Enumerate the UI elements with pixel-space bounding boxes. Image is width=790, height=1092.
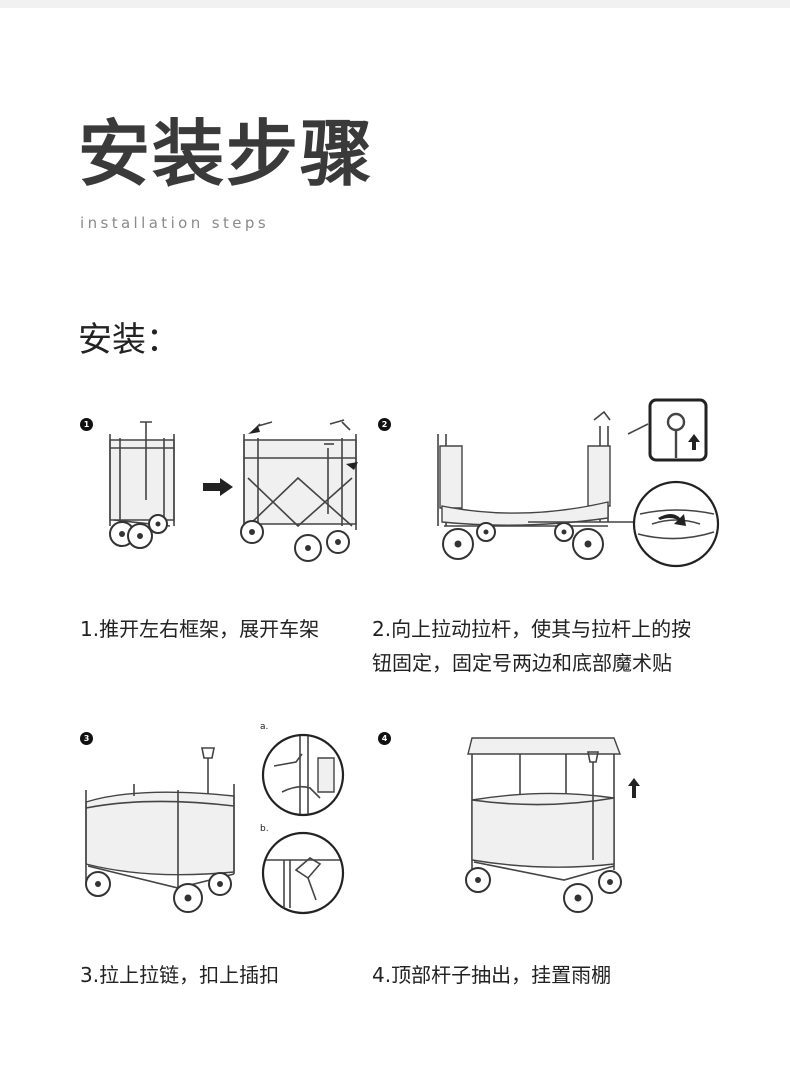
step-1-number: 1 — [80, 418, 93, 431]
step-2-caption-line: 钮固定，固定号两边和底部魔术贴 — [372, 651, 672, 675]
step-3-number: 3 — [80, 732, 93, 745]
step-4-caption: 4.顶部杆子抽出，挂置雨棚 — [372, 958, 611, 992]
step-1-folded-wagon-illustration — [100, 430, 186, 558]
arrow-up-icon — [628, 778, 640, 798]
page-title: 安装步骤 — [78, 112, 375, 196]
top-border — [0, 0, 790, 8]
step-2-caption: 2.向上拉动拉杆，使其与拉杆上的按 钮固定，固定号两边和底部魔术贴 — [372, 612, 691, 680]
step-3-zipper-detail-illustration — [260, 732, 346, 818]
step-4-number: 4 — [378, 732, 391, 745]
button-lock-icon — [628, 398, 708, 464]
section-heading: 安装： — [78, 320, 180, 360]
step-3-caption: 3.拉上拉链，扣上插扣 — [80, 958, 279, 992]
step-3-wagon-zipper-illustration — [78, 744, 242, 916]
step-4-caption-line: 4.顶部杆子抽出，挂置雨棚 — [372, 963, 612, 987]
page-subtitle: installation steps — [80, 214, 270, 232]
step-1-caption-line: 1.推开左右框架，展开车架 — [80, 617, 320, 641]
step-1-caption: 1.推开左右框架，展开车架 — [80, 612, 319, 646]
step-1-unfolded-wagon-illustration — [238, 418, 358, 566]
detail-label-b: b. — [260, 824, 269, 834]
step-2-caption-line: 2.向上拉动拉杆，使其与拉杆上的按 — [372, 617, 692, 641]
step-2-velcro-detail-illustration — [628, 478, 724, 570]
detail-label-a: a. — [260, 722, 269, 732]
step-2-wagon-handle-illustration — [432, 418, 628, 564]
step-3-caption-line: 3.拉上拉链，扣上插扣 — [80, 963, 280, 987]
step-4-wagon-canopy-illustration — [464, 730, 624, 916]
arrow-right-icon — [203, 478, 233, 496]
step-3-buckle-detail-illustration — [260, 830, 346, 916]
step-2-number: 2 — [378, 418, 391, 431]
